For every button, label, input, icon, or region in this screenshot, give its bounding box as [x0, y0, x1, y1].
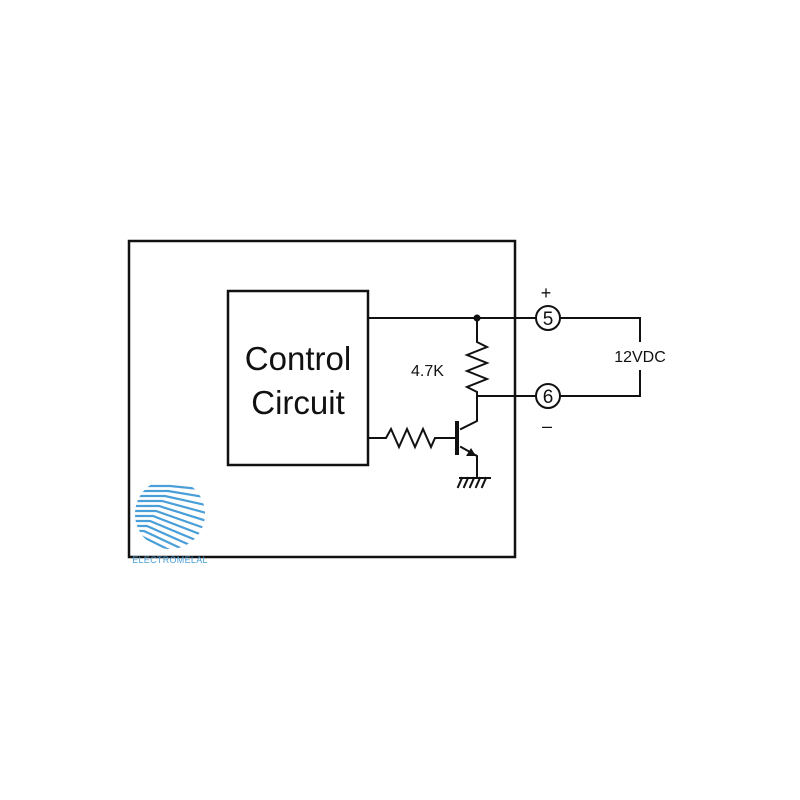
control-circuit-label-line1: Control — [245, 340, 351, 377]
negative-polarity-label: – — [542, 416, 552, 436]
emitter-arrow — [466, 448, 476, 456]
collector-lead — [459, 395, 478, 431]
logo-wordmark: ELECTROMELAL — [132, 555, 208, 565]
pullup-resistor — [464, 317, 490, 397]
enclosure-box — [127, 239, 517, 559]
control-circuit-block — [226, 289, 370, 467]
terminal-5-number: 5 — [543, 309, 554, 330]
supply-negative-wire — [559, 370, 641, 397]
electromelal-logo: ELECTROMELAL — [132, 484, 208, 565]
positive-polarity-label: + — [541, 283, 552, 303]
base-resistor — [367, 426, 456, 450]
emitter-lead — [459, 445, 478, 477]
pullup-resistor-label: 4.7K — [411, 363, 444, 380]
supply-voltage-label: 12VDC — [614, 349, 666, 366]
supply-positive-wire — [559, 317, 641, 342]
ground-icon — [456, 476, 491, 489]
control-circuit-label-line2: Circuit — [251, 384, 345, 421]
terminal-6-number: 6 — [543, 387, 554, 408]
